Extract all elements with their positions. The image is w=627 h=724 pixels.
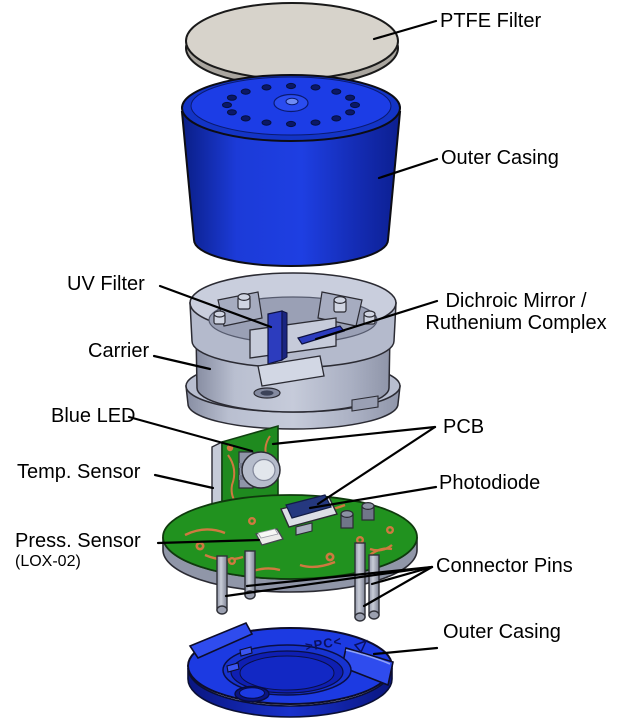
photodiode-part [280,494,338,536]
svg-text:>PC<: >PC< [304,633,343,654]
ptfe-filter-disc [185,2,399,87]
uv-filter-part [267,310,283,365]
connector-pin [354,542,366,622]
leader-connector-pin-2 [245,565,434,588]
molded-mark: >PC< [304,633,368,654]
standoffs [340,502,375,529]
outer-casing-bottom-part: >PC< [187,621,394,718]
leader-outer-casing-bottom [372,646,439,656]
leader-outer-casing-top [377,157,439,180]
leader-press-sensor [156,538,261,545]
connector-pins-part [216,542,380,622]
leader-lines [127,19,439,656]
connector-pin [216,555,228,615]
label-dichroic-line2: Ruthenium Complex [425,312,607,334]
label-pcb: PCB [443,416,485,438]
blue-led-part [238,451,281,489]
label-outer-casing-bottom: Outer Casing [443,621,561,643]
leader-dichroic-mirror [314,299,439,341]
outer-casing-top-part [180,74,402,267]
connector-pin [368,554,380,620]
leader-ptfe-filter [372,19,438,41]
casing-vent-holes [222,82,360,128]
leader-connector-pin-1 [224,565,434,598]
leader-pcb-vertical [271,425,437,446]
recycle-triangle-mark [353,639,368,654]
label-photodiode: Photodiode [439,472,541,494]
casing-center-hole [285,97,299,106]
leader-connector-pin-3 [370,565,434,586]
leader-carrier [152,354,212,371]
label-press-sensor-model: (LOX-02) [15,553,81,570]
label-outer-casing-top: Outer Casing [441,147,559,169]
carrier-part [185,272,401,430]
label-uv-filter: UV Filter [67,273,145,295]
label-temp-sensor: Temp. Sensor [17,461,141,483]
label-press-sensor-main: Press. Sensor [15,530,141,552]
leader-photodiode [308,485,438,510]
pressure-sensor-part [255,528,284,546]
label-carrier: Carrier [88,340,150,362]
label-press-sensor: Press. Sensor (LOX-02) [15,530,141,572]
label-ptfe-filter: PTFE Filter [440,10,542,32]
label-connector-pins: Connector Pins [436,555,573,577]
label-dichroic-mirror: Dichroic Mirror / Ruthenium Complex [405,290,627,334]
leader-uv-filter [158,284,273,329]
label-blue-led: Blue LED [51,405,136,427]
leader-blue-led [127,415,254,453]
label-dichroic-line1: Dichroic Mirror / [445,290,587,312]
leader-connector-pin-4 [362,565,434,608]
leader-temp-sensor [153,473,215,490]
leader-pcb-horizontal [316,425,437,506]
